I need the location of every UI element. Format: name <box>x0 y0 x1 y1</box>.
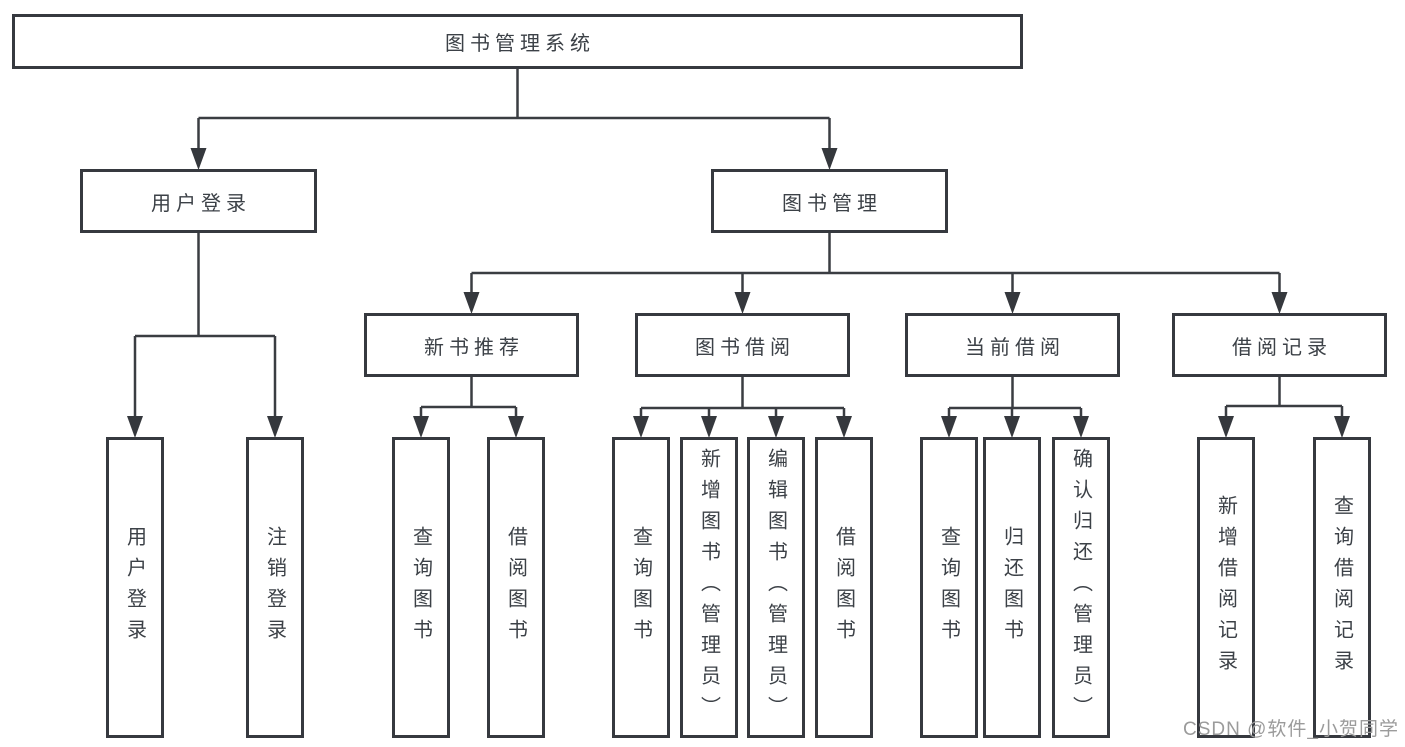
node-label: 查询图书 <box>937 525 960 650</box>
leaf-borrowing-query-books: 查询图书 <box>612 437 670 738</box>
arrowhead <box>508 416 524 438</box>
arrowhead <box>701 416 717 438</box>
node-label: 新增图书（管理员） <box>697 448 720 727</box>
leaf-confirm-return-admin: 确认归还（管理员） <box>1052 437 1110 738</box>
node-label: 图书管理 <box>782 192 882 215</box>
node-label: 新增借阅记录 <box>1214 494 1237 681</box>
node-user-login: 用户登录 <box>80 169 317 233</box>
arrowhead <box>127 416 143 438</box>
node-label: 查询借阅记录 <box>1330 494 1353 681</box>
node-library-management-system: 图书管理系统 <box>12 14 1023 69</box>
arrowhead <box>734 292 751 314</box>
arrowhead <box>190 148 207 170</box>
node-label: 查询图书 <box>409 525 432 650</box>
arrowhead <box>1073 416 1089 438</box>
node-label: 归还图书 <box>1000 525 1023 650</box>
arrowhead <box>768 416 784 438</box>
node-label: 当前借阅 <box>965 336 1065 359</box>
arrowhead <box>633 416 649 438</box>
node-current-borrowing: 当前借阅 <box>905 313 1120 377</box>
node-borrowing-records: 借阅记录 <box>1172 313 1387 377</box>
arrowhead <box>1004 416 1020 438</box>
leaf-edit-book-admin: 编辑图书（管理员） <box>747 437 805 738</box>
arrowhead <box>267 416 283 438</box>
node-book-management: 图书管理 <box>711 169 948 233</box>
node-label: 用户登录 <box>151 192 251 215</box>
node-label: 借阅图书 <box>832 525 855 650</box>
leaf-add-book-admin: 新增图书（管理员） <box>680 437 738 738</box>
arrowhead <box>463 292 480 314</box>
arrowhead <box>1271 292 1288 314</box>
leaf-query-borrow-record: 查询借阅记录 <box>1313 437 1371 738</box>
node-label: 图书借阅 <box>695 336 795 359</box>
arrowhead <box>836 416 852 438</box>
leaf-return-book: 归还图书 <box>983 437 1041 738</box>
node-label: 借阅图书 <box>504 525 527 650</box>
leaf-recommend-query-books: 查询图书 <box>392 437 450 738</box>
leaf-current-query-books: 查询图书 <box>920 437 978 738</box>
arrowhead <box>941 416 957 438</box>
node-label: 确认归还（管理员） <box>1069 448 1092 727</box>
arrowhead <box>821 148 838 170</box>
node-label: 查询图书 <box>629 525 652 650</box>
node-book-borrowing: 图书借阅 <box>635 313 850 377</box>
node-label: 图书管理系统 <box>445 33 595 55</box>
node-label: 借阅记录 <box>1232 336 1332 359</box>
leaf-recommend-borrow-books: 借阅图书 <box>487 437 545 738</box>
node-label: 用户登录 <box>123 525 146 650</box>
leaf-borrowing-borrow-books: 借阅图书 <box>815 437 873 738</box>
node-label: 编辑图书（管理员） <box>764 448 787 727</box>
leaf-add-borrow-record: 新增借阅记录 <box>1197 437 1255 738</box>
node-label: 新书推荐 <box>424 336 524 359</box>
arrowhead <box>413 416 429 438</box>
leaf-user-login: 用户登录 <box>106 437 164 738</box>
csdn-watermark: CSDN @软件_小贺同学 <box>1183 719 1399 740</box>
arrowhead <box>1218 416 1234 438</box>
arrowhead <box>1004 292 1021 314</box>
leaf-logout: 注销登录 <box>246 437 304 738</box>
arrowhead <box>1334 416 1350 438</box>
node-label: 注销登录 <box>263 525 286 650</box>
node-new-book-recommendation: 新书推荐 <box>364 313 579 377</box>
